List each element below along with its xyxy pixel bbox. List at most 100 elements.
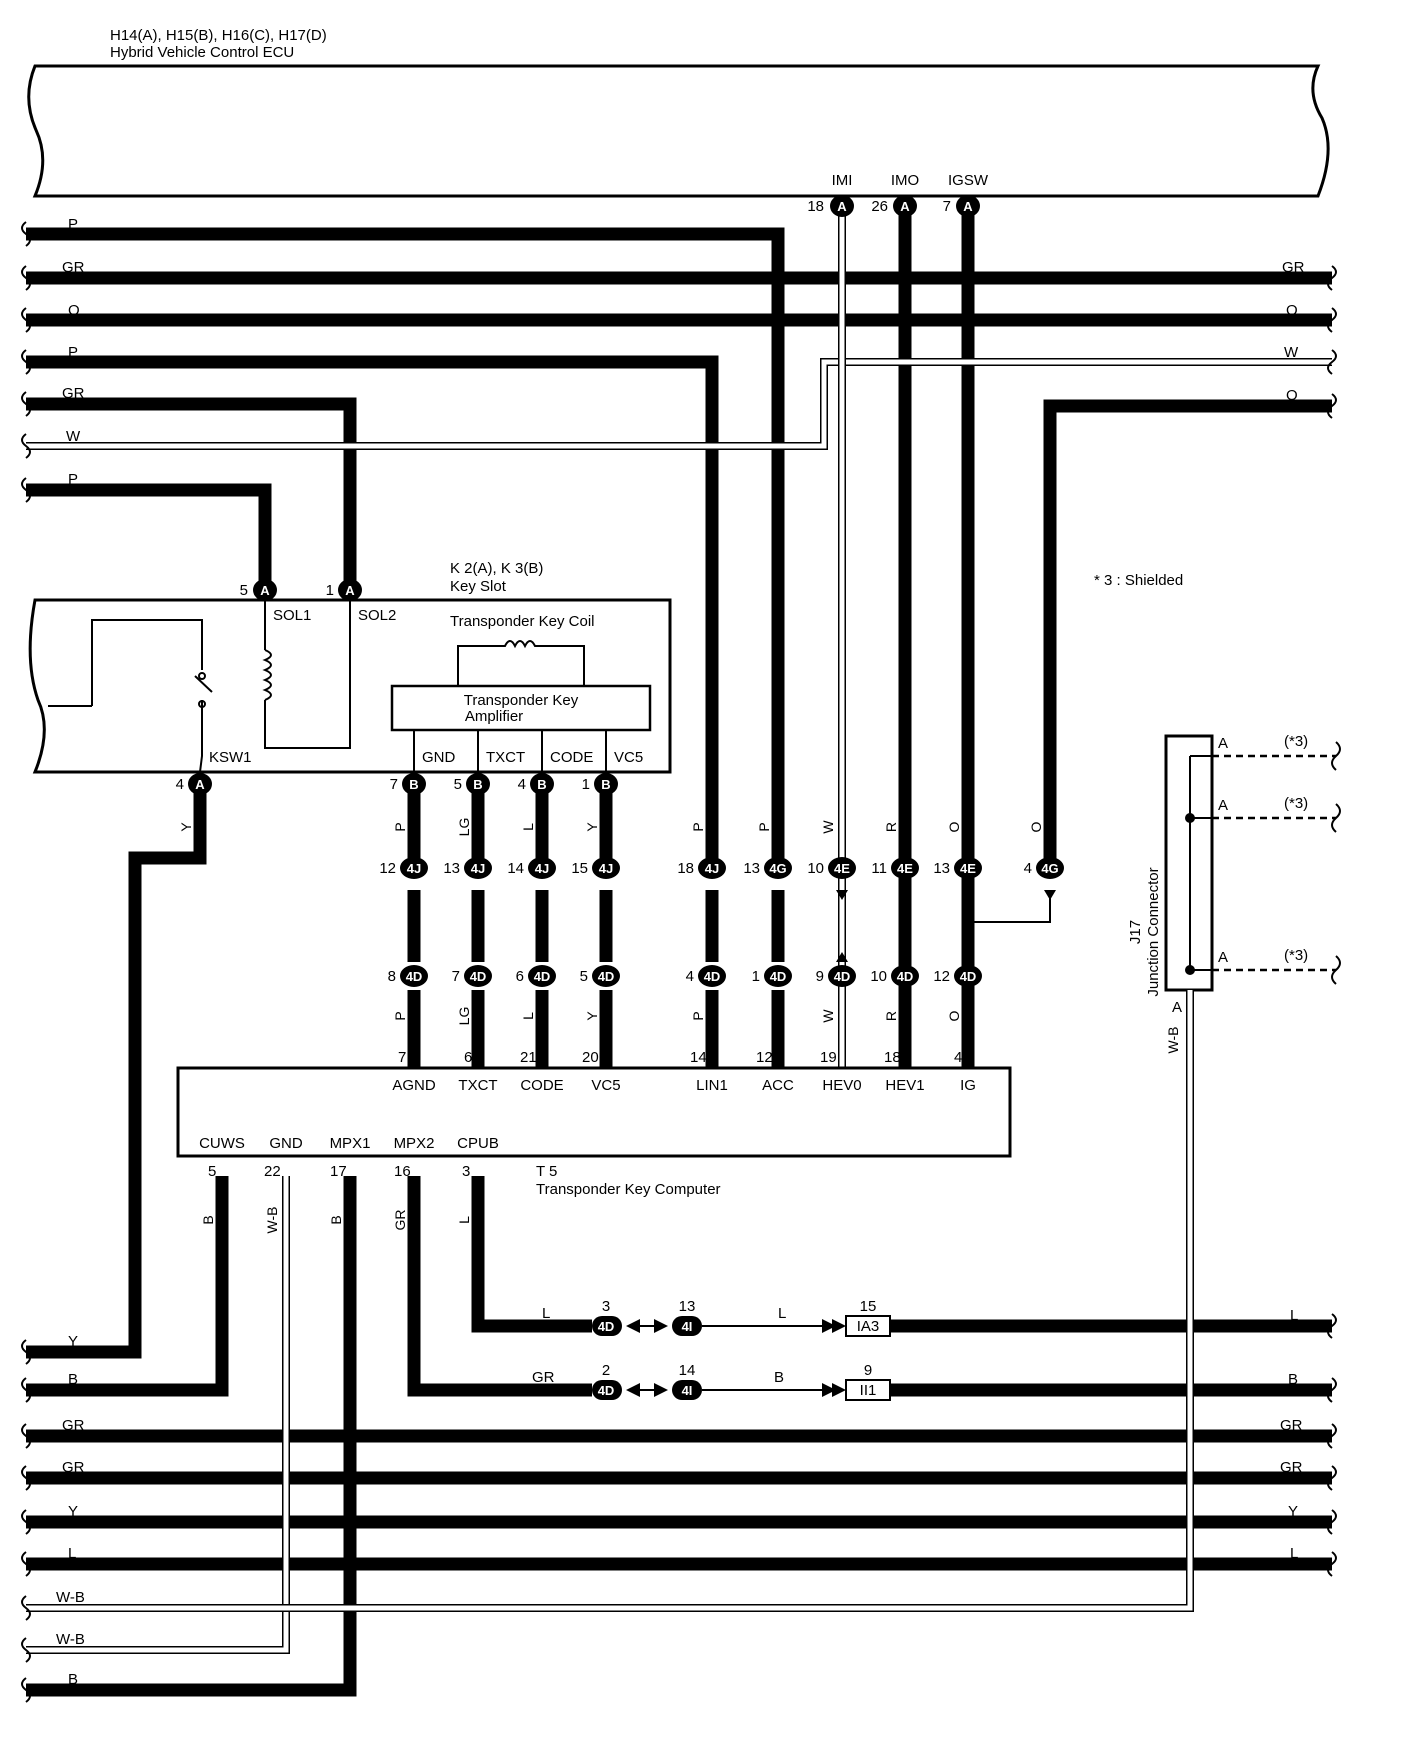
svg-text:3: 3 bbox=[602, 1298, 610, 1315]
svg-text:12: 12 bbox=[933, 968, 950, 985]
ksw1-pin-num: 4 bbox=[176, 776, 184, 793]
transponder-key-coil-label: Transponder Key Coil bbox=[450, 613, 595, 630]
svg-text:B: B bbox=[68, 1671, 78, 1688]
mid-wire-color-labels: Y P LG L Y P P W R O O bbox=[178, 818, 1044, 837]
amplifier-label-1: Transponder Key bbox=[464, 692, 579, 709]
cpub-color-left: L bbox=[542, 1305, 550, 1322]
wire-label-right-w: W bbox=[1284, 344, 1299, 361]
svg-text:1: 1 bbox=[752, 968, 760, 985]
svg-text:AGND: AGND bbox=[392, 1077, 436, 1094]
ecu-pin-imi: IMI bbox=[832, 172, 853, 189]
svg-text:12: 12 bbox=[756, 1049, 773, 1066]
svg-text:GR: GR bbox=[392, 1210, 408, 1231]
svg-text:B: B bbox=[537, 777, 546, 792]
sol1-label: SOL1 bbox=[273, 607, 311, 624]
svg-text:CODE: CODE bbox=[520, 1077, 563, 1094]
j17-pin-a2: A bbox=[1218, 797, 1228, 814]
svg-text:13: 13 bbox=[679, 1298, 696, 1315]
cpub-color-right: L bbox=[778, 1305, 786, 1322]
mpx2-connectors: 4D 2 4I 14 II1 9 bbox=[592, 1362, 891, 1401]
svg-text:Y: Y bbox=[584, 822, 600, 832]
svg-text:4E: 4E bbox=[834, 861, 850, 876]
svg-text:GR: GR bbox=[62, 1417, 85, 1434]
ecu-connectors: A 18 A 26 A 7 bbox=[807, 195, 980, 217]
key-slot-pin-gnd: GND bbox=[422, 749, 456, 766]
svg-text:IG: IG bbox=[960, 1077, 976, 1094]
j17-shield-3: (*3) bbox=[1284, 947, 1308, 964]
junction-link-arrows bbox=[408, 890, 1056, 962]
mpx2-color-right: B bbox=[774, 1369, 784, 1386]
sol1-pin-num: 5 bbox=[240, 582, 248, 599]
svg-text:17: 17 bbox=[330, 1163, 347, 1180]
tkc-bottom-pin-labels: CUWS GND MPX1 MPX2 CPUB bbox=[199, 1135, 499, 1152]
ksw1-label: KSW1 bbox=[209, 749, 252, 766]
svg-text:4G: 4G bbox=[769, 861, 786, 876]
svg-text:19: 19 bbox=[820, 1049, 837, 1066]
svg-text:4D: 4D bbox=[598, 1383, 615, 1398]
key-slot-pin-code: CODE bbox=[550, 749, 593, 766]
svg-text:B: B bbox=[68, 1371, 78, 1388]
svg-text:4E: 4E bbox=[960, 861, 976, 876]
svg-text:O: O bbox=[946, 821, 962, 832]
svg-text:A: A bbox=[963, 199, 973, 214]
svg-text:MPX2: MPX2 bbox=[394, 1135, 435, 1152]
svg-text:CUWS: CUWS bbox=[199, 1135, 245, 1152]
key-slot-pin-vc5: VC5 bbox=[614, 749, 643, 766]
ecu-subtitle: Hybrid Vehicle Control ECU bbox=[110, 44, 294, 61]
svg-text:W-B: W-B bbox=[56, 1589, 85, 1606]
svg-text:8: 8 bbox=[388, 968, 396, 985]
svg-text:W: W bbox=[820, 820, 836, 834]
tkc-top-pin-labels: AGND TXCT CODE VC5 LIN1 ACC HEV0 HEV1 IG bbox=[392, 1077, 976, 1094]
svg-text:18: 18 bbox=[884, 1049, 901, 1066]
svg-text:7: 7 bbox=[398, 1049, 406, 1066]
svg-text:B: B bbox=[200, 1215, 216, 1224]
svg-text:22: 22 bbox=[264, 1163, 281, 1180]
svg-text:4E: 4E bbox=[897, 861, 913, 876]
svg-text:MPX1: MPX1 bbox=[330, 1135, 371, 1152]
svg-text:4D: 4D bbox=[534, 969, 551, 984]
wire-label-left-w: W bbox=[66, 428, 81, 445]
svg-text:9: 9 bbox=[816, 968, 824, 985]
svg-text:Y: Y bbox=[68, 1333, 78, 1350]
svg-text:4: 4 bbox=[686, 968, 694, 985]
svg-text:4J: 4J bbox=[535, 861, 549, 876]
svg-text:12: 12 bbox=[379, 860, 396, 877]
svg-text:R: R bbox=[883, 822, 899, 832]
tkc-top-pin-numbers: 7 6 21 20 14 12 19 18 4 bbox=[398, 1049, 962, 1066]
svg-text:B: B bbox=[473, 777, 482, 792]
ecu-box bbox=[27, 64, 1330, 198]
svg-text:4: 4 bbox=[1024, 860, 1032, 877]
svg-text:2: 2 bbox=[602, 1362, 610, 1379]
svg-text:A: A bbox=[900, 199, 910, 214]
j17-pin-a4: A bbox=[1172, 999, 1182, 1016]
svg-text:A: A bbox=[837, 199, 847, 214]
svg-text:1: 1 bbox=[582, 776, 590, 793]
svg-text:15: 15 bbox=[571, 860, 588, 877]
svg-text:IA3: IA3 bbox=[857, 1318, 880, 1335]
svg-text:B: B bbox=[409, 777, 418, 792]
svg-text:HEV1: HEV1 bbox=[885, 1077, 924, 1094]
svg-text:14: 14 bbox=[679, 1362, 696, 1379]
svg-text:W: W bbox=[820, 1009, 836, 1023]
bottom-wire-bundle bbox=[26, 990, 1332, 1697]
ecu-pin-imo: IMO bbox=[891, 172, 919, 189]
svg-text:II1: II1 bbox=[860, 1382, 877, 1399]
j17-shield-1: (*3) bbox=[1284, 733, 1308, 750]
svg-text:B: B bbox=[1288, 1371, 1298, 1388]
svg-text:GR: GR bbox=[62, 1459, 85, 1476]
right-wire-ends-bottom bbox=[1327, 1313, 1337, 1577]
svg-text:R: R bbox=[883, 1011, 899, 1021]
wire-label-left-p3: P bbox=[68, 471, 78, 488]
ecu-title: H14(A), H15(B), H16(C), H17(D) bbox=[110, 27, 327, 44]
wire-label-left-p1: P bbox=[68, 216, 78, 233]
wire-label-left-gr2: GR bbox=[62, 385, 85, 402]
key-slot-b-connectors: B 7 B 5 B 4 B 1 bbox=[390, 773, 618, 795]
j17-shield-2: (*3) bbox=[1284, 795, 1308, 812]
svg-text:4: 4 bbox=[518, 776, 526, 793]
ecu-pin-num-imi: 18 bbox=[807, 198, 824, 215]
sol-connectors: A 5 A 1 bbox=[240, 579, 362, 601]
svg-text:7: 7 bbox=[452, 968, 460, 985]
